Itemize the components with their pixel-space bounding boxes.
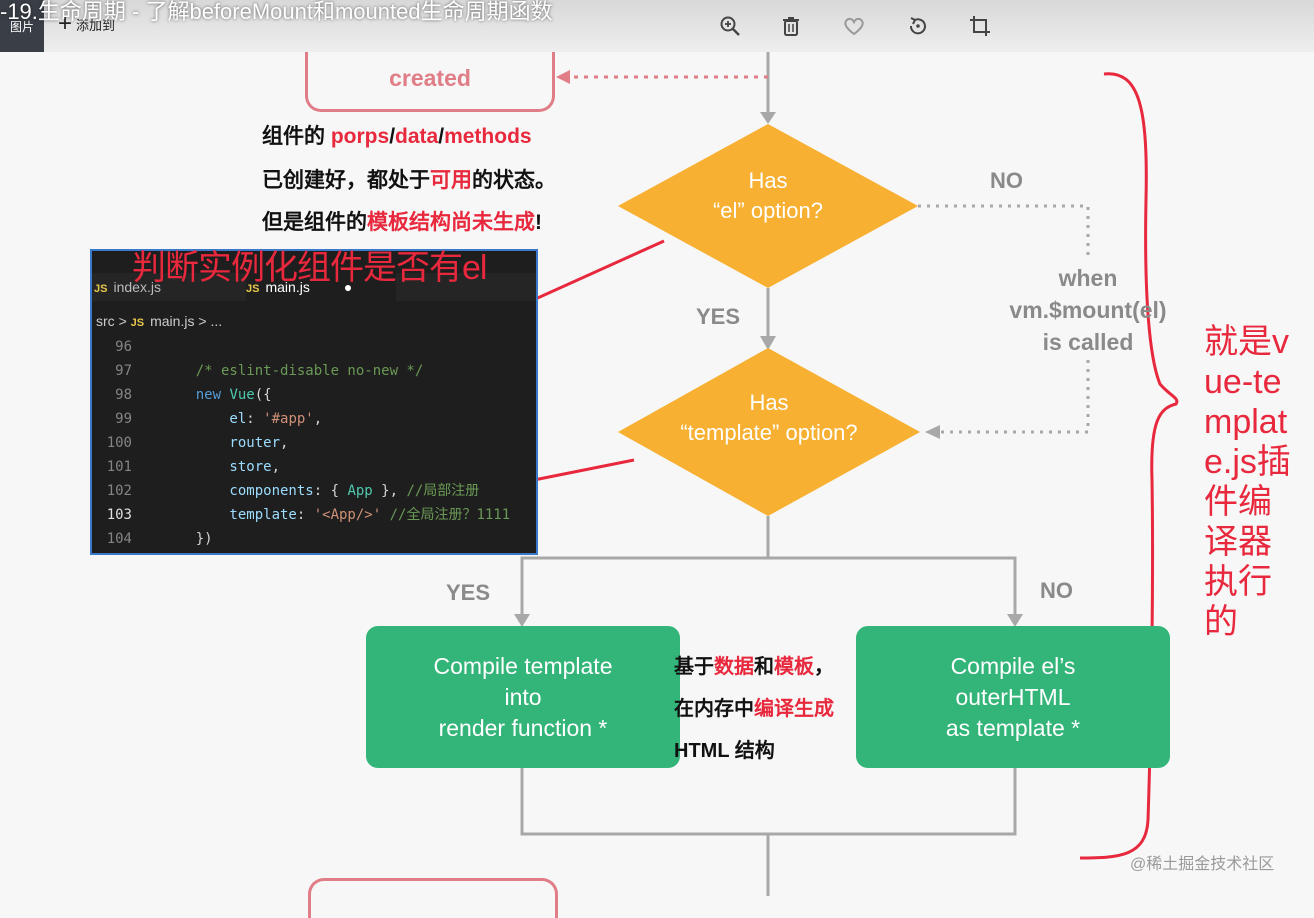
diamond-template-label: Has“template” option?: [680, 390, 858, 445]
code-token: :: [246, 411, 264, 427]
code-token: new: [162, 387, 230, 403]
thumbnail-label: 图片: [9, 19, 34, 34]
right-annotation: 就是vue-template.js插件编译器执行的: [1204, 323, 1291, 641]
code-token: template: [162, 507, 297, 523]
line-number: 101: [106, 459, 132, 475]
code-token: ,: [271, 459, 281, 475]
editor-caption: 判断实例化组件是否有el: [132, 249, 487, 287]
code-token: :: [296, 507, 314, 523]
next-hook-box-edge: [308, 878, 558, 918]
yes-label: YES: [696, 304, 741, 329]
diamond-el-label: Has“el” option?: [712, 168, 824, 223]
branch-no-label: NO: [1040, 578, 1073, 603]
code-token: /* eslint-disable no-new */: [162, 363, 424, 379]
add-to-label: 添加到: [76, 17, 116, 33]
line-number: 104: [106, 531, 132, 547]
code-token: Vue: [229, 387, 255, 403]
note-line-1: 组件的 porps/data/methods: [262, 125, 532, 148]
line-number: 99: [115, 411, 132, 427]
add-to-button[interactable]: + 添加到: [58, 12, 115, 36]
crop-icon[interactable]: [966, 12, 994, 40]
line-number: 100: [106, 435, 132, 451]
note-line-3: 但是组件的模板结构尚未生成!: [262, 211, 542, 234]
trash-icon[interactable]: [777, 12, 805, 40]
code-line[interactable]: 99 el: '#app',: [92, 407, 322, 431]
viewer-toolbar: [0, 0, 1314, 52]
code-token: ({: [254, 387, 272, 403]
line-number: 96: [115, 339, 132, 355]
code-token: //局部注册: [406, 483, 480, 499]
code-line[interactable]: 100 router,: [92, 431, 289, 455]
code-line[interactable]: 103 template: '<App/>' //全局注册？1111: [92, 503, 510, 527]
line-number: 97: [115, 363, 132, 379]
code-token: ,: [280, 435, 289, 451]
code-line[interactable]: 98 new Vue({: [92, 383, 272, 407]
code-token: },: [372, 483, 407, 499]
line-number: 98: [115, 387, 132, 403]
watermark: @稀土掘金技术社区: [1130, 856, 1275, 873]
thumbnail-tab[interactable]: 图片: [0, 0, 44, 52]
code-token: el: [162, 411, 247, 427]
code-token: ,: [313, 411, 323, 427]
code-token: : {: [313, 483, 348, 499]
code-line[interactable]: 101 store,: [92, 455, 280, 479]
code-token: components: [162, 483, 314, 499]
code-token: '#app': [263, 411, 314, 427]
video-title: -19.生命周期 - 了解beforeMount和mounted生命周期函数: [0, 0, 553, 24]
code-token: router: [162, 435, 281, 451]
heart-icon[interactable]: [840, 12, 868, 40]
unsaved-dot-icon: ●: [343, 279, 353, 295]
code-token: store: [162, 459, 272, 475]
middle-note: 基于数据和模板， 在内存中编译生成 HTML 结构: [674, 656, 834, 762]
no-label: NO: [990, 168, 1023, 193]
line-number: 103: [106, 507, 132, 523]
code-token: '<App/>': [313, 507, 382, 523]
note-line-2: 已创建好，都处于可用的状态。: [262, 169, 556, 192]
code-line[interactable]: 97 /* eslint-disable no-new */: [92, 359, 423, 383]
zoom-in-icon[interactable]: [716, 12, 744, 40]
code-line[interactable]: 96: [92, 335, 162, 359]
code-token: //全局注册？1111: [389, 507, 511, 523]
created-hook-box: created: [305, 52, 555, 112]
code-token: }): [162, 531, 213, 547]
code-token: App: [347, 483, 373, 499]
code-line[interactable]: 102 components: { App }, //局部注册: [92, 479, 480, 503]
code-token: [381, 507, 389, 523]
plus-icon: +: [58, 10, 73, 37]
rotate-icon[interactable]: [904, 12, 932, 40]
flowchart-canvas: [302, 52, 1179, 896]
branch-yes-label: YES: [446, 580, 491, 605]
code-line[interactable]: 104 }): [92, 527, 213, 551]
line-number: 102: [106, 483, 132, 499]
